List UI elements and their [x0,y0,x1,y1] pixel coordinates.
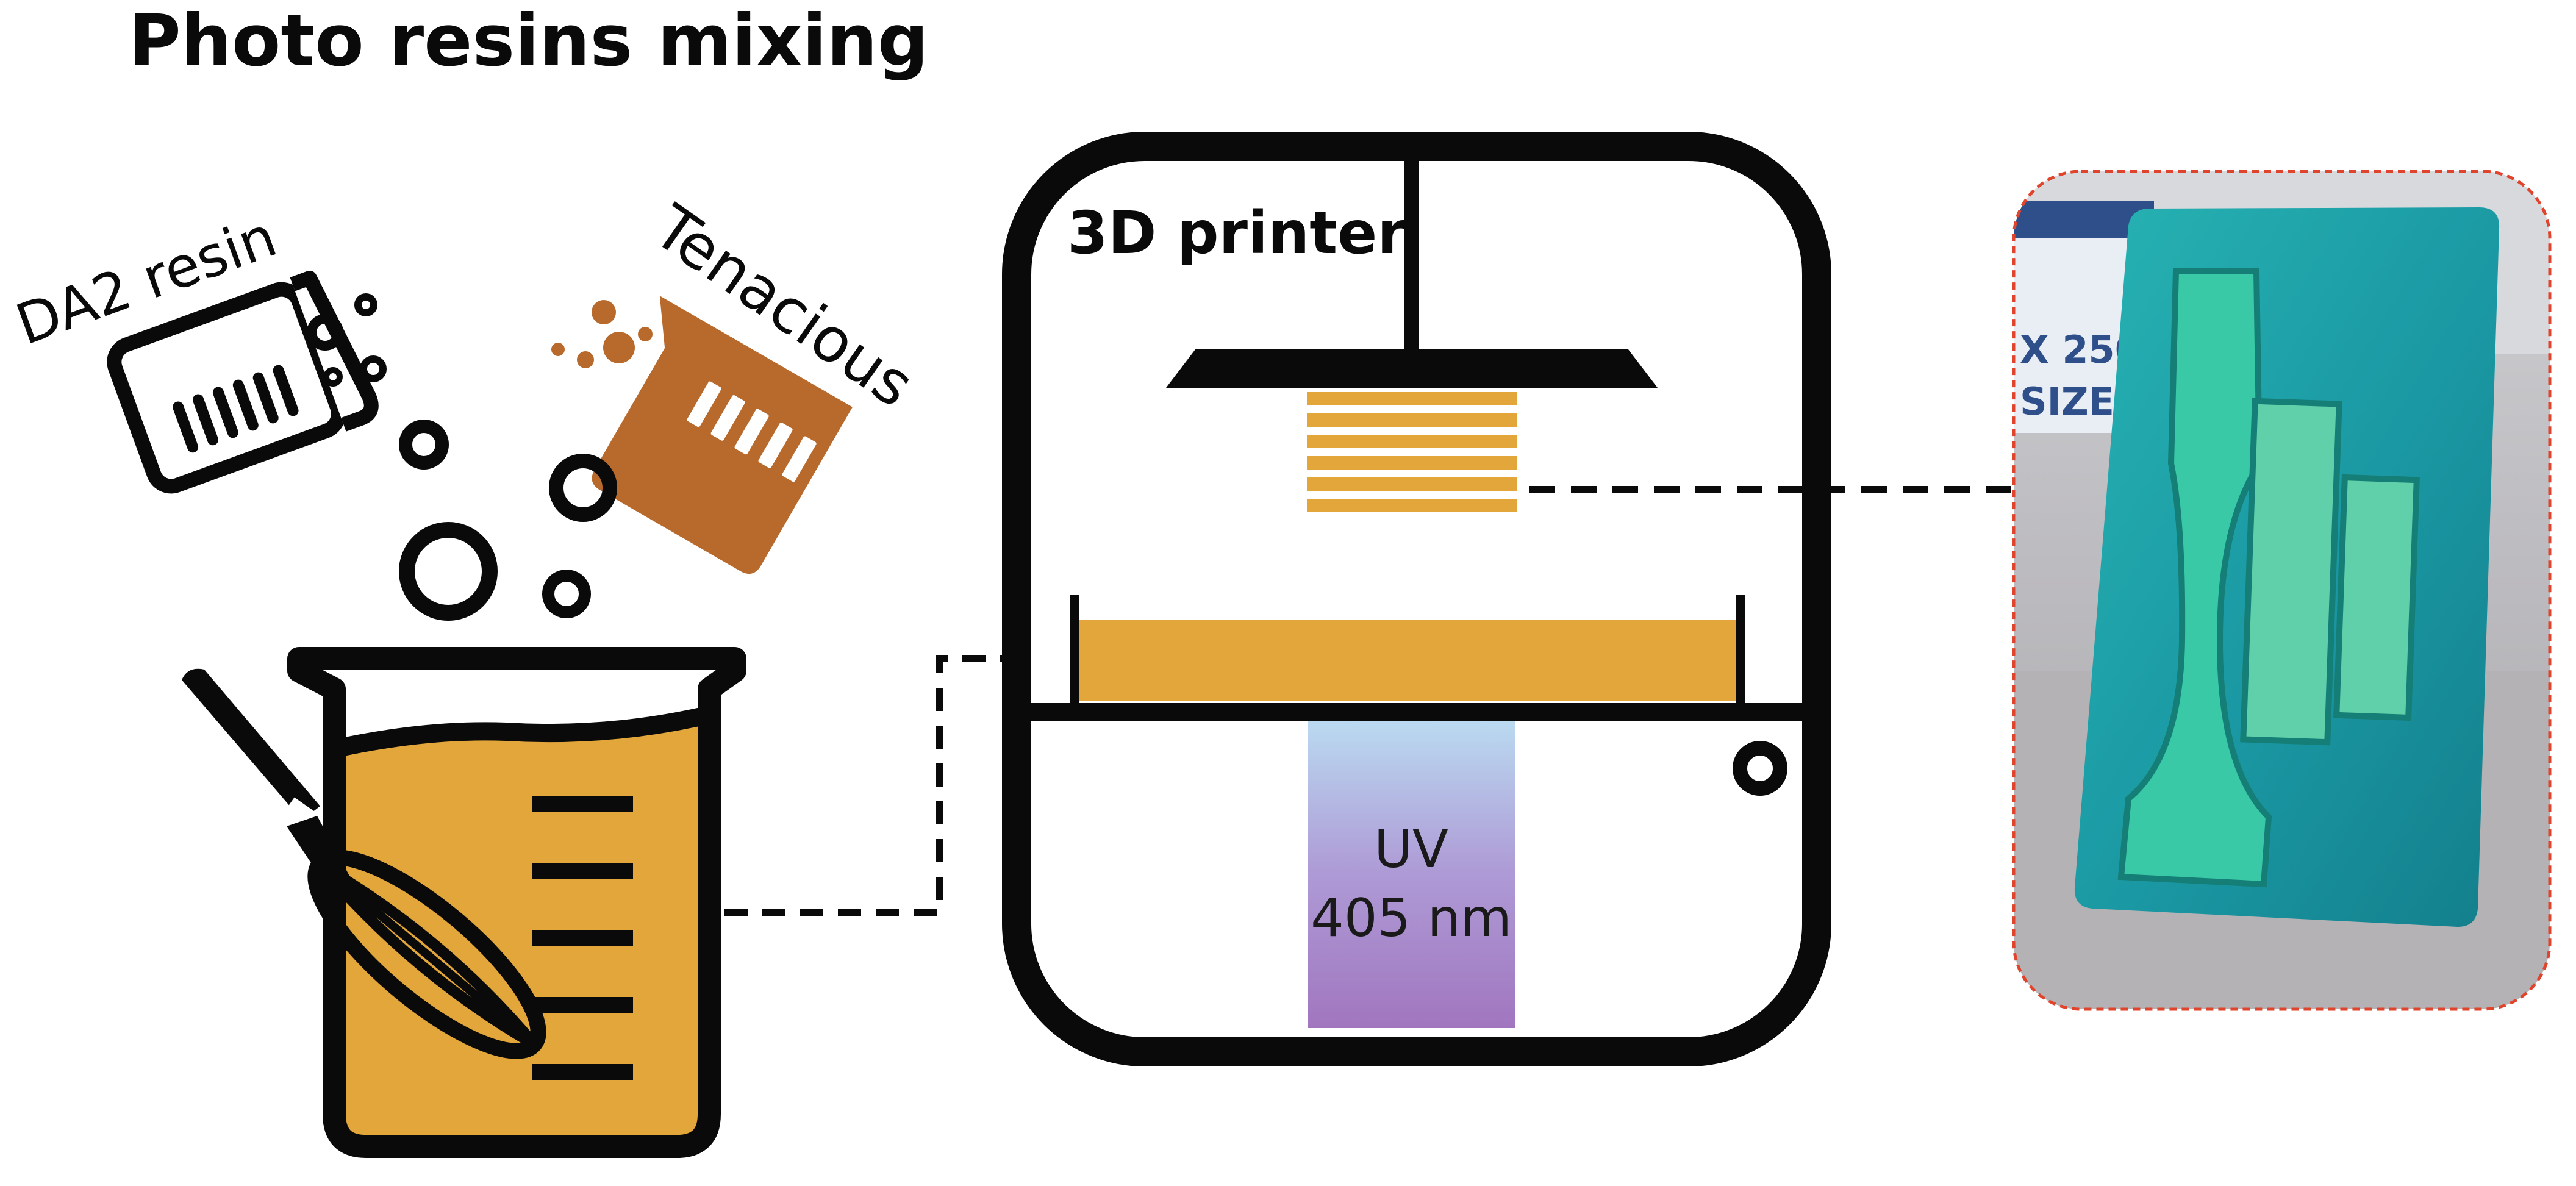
mixing-beaker-icon [287,647,746,1158]
photo-border [2012,170,2552,1011]
tenacious-drops [551,300,653,368]
resin-vat [1075,620,1741,701]
da2-drops [307,293,387,387]
printer-knob-icon [1733,741,1787,796]
figure-title: Photo resins mixing [129,0,929,82]
mixing-bubbles [399,420,617,621]
whisk-icon [182,668,546,1059]
printed-layers [1307,392,1517,512]
uv-label: UV [1374,819,1448,880]
printer-label: 3D printer [1067,199,1406,267]
tenacious-beaker-icon [592,296,853,574]
3d-printer-icon [1002,132,1831,1066]
da2-resin-beaker-icon [107,270,379,494]
wavelength-label: 405 nm [1311,888,1512,949]
uv-light-column [1308,713,1515,1028]
specimen-photo: X 250 F SIZE R [2012,170,2552,1011]
